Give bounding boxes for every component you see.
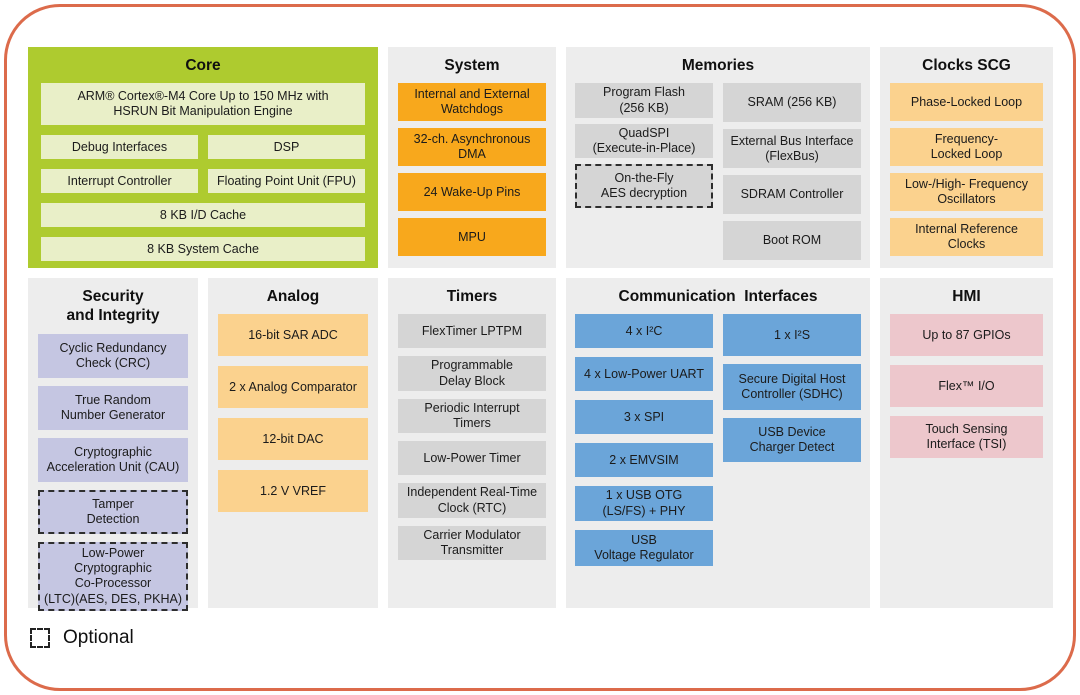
memories-title: Memories bbox=[681, 57, 755, 74]
security-block-cau: Cryptographic Acceleration Unit (CAU) bbox=[38, 437, 188, 482]
security-block-trng: True Random Number Generator bbox=[38, 385, 188, 430]
analog-blocks: 16-bit SAR ADC 2 x Analog Comparator 12-… bbox=[208, 314, 378, 513]
core-block-dsp: DSP bbox=[208, 135, 365, 160]
clocks-title: Clocks SCG bbox=[922, 57, 1011, 74]
memories-block-flexbus: External Bus Interface (FlexBus) bbox=[723, 129, 861, 169]
memories-block-sdram-controller: SDRAM Controller bbox=[723, 175, 861, 215]
section-memories: Memories Program Flash (256 KB) QuadSPI … bbox=[566, 47, 870, 268]
clocks-block-oscillators: Low-/High- Frequency Oscillators bbox=[890, 173, 1043, 212]
comm-block-usb-charger-detect: USB Device Charger Detect bbox=[723, 418, 861, 463]
comm-block-sdhc: Secure Digital Host Controller (SDHC) bbox=[723, 364, 861, 411]
core-block-arm-cortex: ARM® Cortex®-M4 Core Up to 150 MHz with … bbox=[41, 83, 365, 126]
memories-block-quadspi: QuadSPI (Execute-in-Place) bbox=[575, 123, 713, 159]
system-block-wakeup-pins: 24 Wake-Up Pins bbox=[398, 173, 546, 212]
section-timers: Timers FlexTimer LPTPM Programmable Dela… bbox=[388, 278, 556, 608]
memories-block-sram: SRAM (256 KB) bbox=[723, 83, 861, 123]
comm-block-i2c: 4 x I²C bbox=[575, 314, 713, 349]
optional-label: Optional bbox=[63, 627, 134, 648]
timers-block-periodic-interrupt: Periodic Interrupt Timers bbox=[398, 398, 546, 434]
core-block-fpu: Floating Point Unit (FPU) bbox=[208, 169, 365, 194]
security-block-crc: Cyclic Redundancy Check (CRC) bbox=[38, 333, 188, 378]
timers-blocks: FlexTimer LPTPM Programmable Delay Block… bbox=[388, 314, 556, 561]
section-security: Security and Integrity Cyclic Redundancy… bbox=[28, 278, 198, 611]
comm-block-usb-voltage-regulator: USB Voltage Regulator bbox=[575, 529, 713, 566]
clocks-block-pll: Phase-Locked Loop bbox=[890, 83, 1043, 122]
security-block-tamper-optional: Tamper Detection bbox=[38, 489, 188, 534]
security-block-ltc-optional: Low-Power Cryptographic Co-Processor (LT… bbox=[38, 541, 188, 611]
core-title: Core bbox=[185, 57, 221, 74]
timers-block-delay-block: Programmable Delay Block bbox=[398, 356, 546, 391]
comm-title: Communication Interfaces bbox=[618, 288, 818, 305]
hmi-blocks: Up to 87 GPIOs Flex™ I/O Touch Sensing I… bbox=[880, 314, 1053, 459]
memories-block-program-flash: Program Flash (256 KB) bbox=[575, 83, 713, 118]
hmi-title: HMI bbox=[952, 288, 981, 305]
section-communication-interfaces: Communication Interfaces 4 x I²C 4 x Low… bbox=[566, 278, 870, 608]
section-system: System Internal and External Watchdogs 3… bbox=[388, 47, 556, 268]
analog-block-comparator: 2 x Analog Comparator bbox=[218, 366, 368, 409]
memories-blocks: Program Flash (256 KB) QuadSPI (Execute-… bbox=[566, 83, 870, 261]
comm-blocks: 4 x I²C 4 x Low-Power UART 3 x SPI 2 x E… bbox=[566, 314, 870, 566]
clocks-blocks: Phase-Locked Loop Frequency- Locked Loop… bbox=[880, 83, 1053, 257]
section-core: Core ARM® Cortex®-M4 Core Up to 150 MHz … bbox=[28, 47, 378, 268]
comm-block-i2s: 1 x I²S bbox=[723, 314, 861, 357]
analog-block-adc: 16-bit SAR ADC bbox=[218, 314, 368, 357]
core-blocks: ARM® Cortex®-M4 Core Up to 150 MHz with … bbox=[28, 83, 378, 262]
system-block-dma: 32-ch. Asynchronous DMA bbox=[398, 128, 546, 167]
comm-block-lpuart: 4 x Low-Power UART bbox=[575, 357, 713, 392]
security-title: Security and Integrity bbox=[66, 288, 160, 325]
core-block-system-cache: 8 KB System Cache bbox=[41, 237, 365, 262]
analog-title: Analog bbox=[266, 288, 320, 305]
hmi-block-gpios: Up to 87 GPIOs bbox=[890, 314, 1043, 357]
timers-block-low-power-timer: Low-Power Timer bbox=[398, 441, 546, 476]
core-block-interrupt-controller: Interrupt Controller bbox=[41, 169, 198, 194]
timers-title: Timers bbox=[446, 288, 498, 305]
clocks-block-internal-reference: Internal Reference Clocks bbox=[890, 218, 1043, 257]
comm-block-emvsim: 2 x EMVSIM bbox=[575, 443, 713, 478]
timers-block-carrier-modulator: Carrier Modulator Transmitter bbox=[398, 525, 546, 561]
core-block-id-cache: 8 KB I/D Cache bbox=[41, 203, 365, 228]
section-clocks-scg: Clocks SCG Phase-Locked Loop Frequency- … bbox=[880, 47, 1053, 268]
section-analog: Analog 16-bit SAR ADC 2 x Analog Compara… bbox=[208, 278, 378, 608]
system-block-mpu: MPU bbox=[398, 218, 546, 257]
memories-block-aes-decryption-optional: On-the-Fly AES decryption bbox=[575, 164, 713, 209]
legend-optional: Optional bbox=[30, 627, 134, 649]
system-title: System bbox=[444, 57, 500, 74]
comm-block-spi: 3 x SPI bbox=[575, 400, 713, 435]
system-block-watchdogs: Internal and External Watchdogs bbox=[398, 83, 546, 122]
system-blocks: Internal and External Watchdogs 32-ch. A… bbox=[388, 83, 556, 257]
hmi-block-flexio: Flex™ I/O bbox=[890, 365, 1043, 408]
analog-block-vref: 1.2 V VREF bbox=[218, 470, 368, 513]
clocks-block-fll: Frequency- Locked Loop bbox=[890, 128, 1043, 167]
comm-block-usb-otg: 1 x USB OTG (LS/FS) + PHY bbox=[575, 486, 713, 521]
timers-block-flextimer: FlexTimer LPTPM bbox=[398, 314, 546, 349]
security-blocks: Cyclic Redundancy Check (CRC) True Rando… bbox=[28, 333, 198, 611]
timers-block-rtc: Independent Real-Time Clock (RTC) bbox=[398, 483, 546, 518]
analog-block-dac: 12-bit DAC bbox=[218, 418, 368, 461]
memories-block-boot-rom: Boot ROM bbox=[723, 221, 861, 261]
section-hmi: HMI Up to 87 GPIOs Flex™ I/O Touch Sensi… bbox=[880, 278, 1053, 608]
hmi-block-tsi: Touch Sensing Interface (TSI) bbox=[890, 416, 1043, 459]
core-block-debug-interfaces: Debug Interfaces bbox=[41, 135, 198, 160]
optional-dashed-swatch bbox=[30, 628, 50, 648]
